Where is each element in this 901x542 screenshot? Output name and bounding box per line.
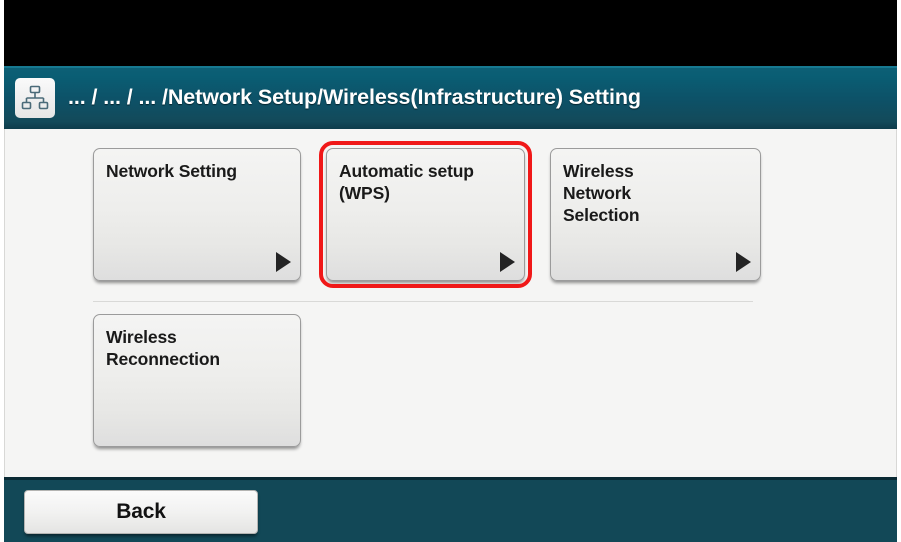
main-content: Network Setting Automatic setup (WPS) Wi… [4, 129, 897, 477]
header-sheen [4, 66, 897, 68]
tile-row-1: Network Setting Automatic setup (WPS) Wi… [93, 141, 761, 288]
right-triangle-arrow-icon [736, 252, 751, 272]
right-triangle-arrow-icon [276, 252, 291, 272]
network-topology-icon [15, 77, 55, 118]
row-divider [93, 301, 753, 302]
tile-row-2: Wireless Reconnection [93, 314, 301, 447]
tile-automatic-setup-wps[interactable]: Automatic setup (WPS) [319, 141, 532, 288]
tile-network-setting[interactable]: Network Setting [93, 148, 301, 281]
top-bezel [4, 0, 897, 66]
tile-label: Wireless Network Selection [563, 161, 640, 226]
header-bar: ... / ... / ... /Network Setup/Wireless(… [4, 66, 897, 129]
footer-bar: Back [4, 477, 897, 542]
tile-label: Wireless Reconnection [106, 327, 220, 370]
back-button-label: Back [116, 500, 166, 523]
back-button[interactable]: Back [24, 490, 258, 534]
breadcrumb: ... / ... / ... /Network Setup/Wireless(… [68, 85, 641, 109]
tile-wireless-reconnection[interactable]: Wireless Reconnection [93, 314, 301, 447]
tile-label: Automatic setup (WPS) [339, 161, 474, 204]
tile-label: Network Setting [106, 161, 237, 181]
right-triangle-arrow-icon [500, 252, 515, 272]
tile-wireless-network-selection[interactable]: Wireless Network Selection [550, 148, 761, 281]
